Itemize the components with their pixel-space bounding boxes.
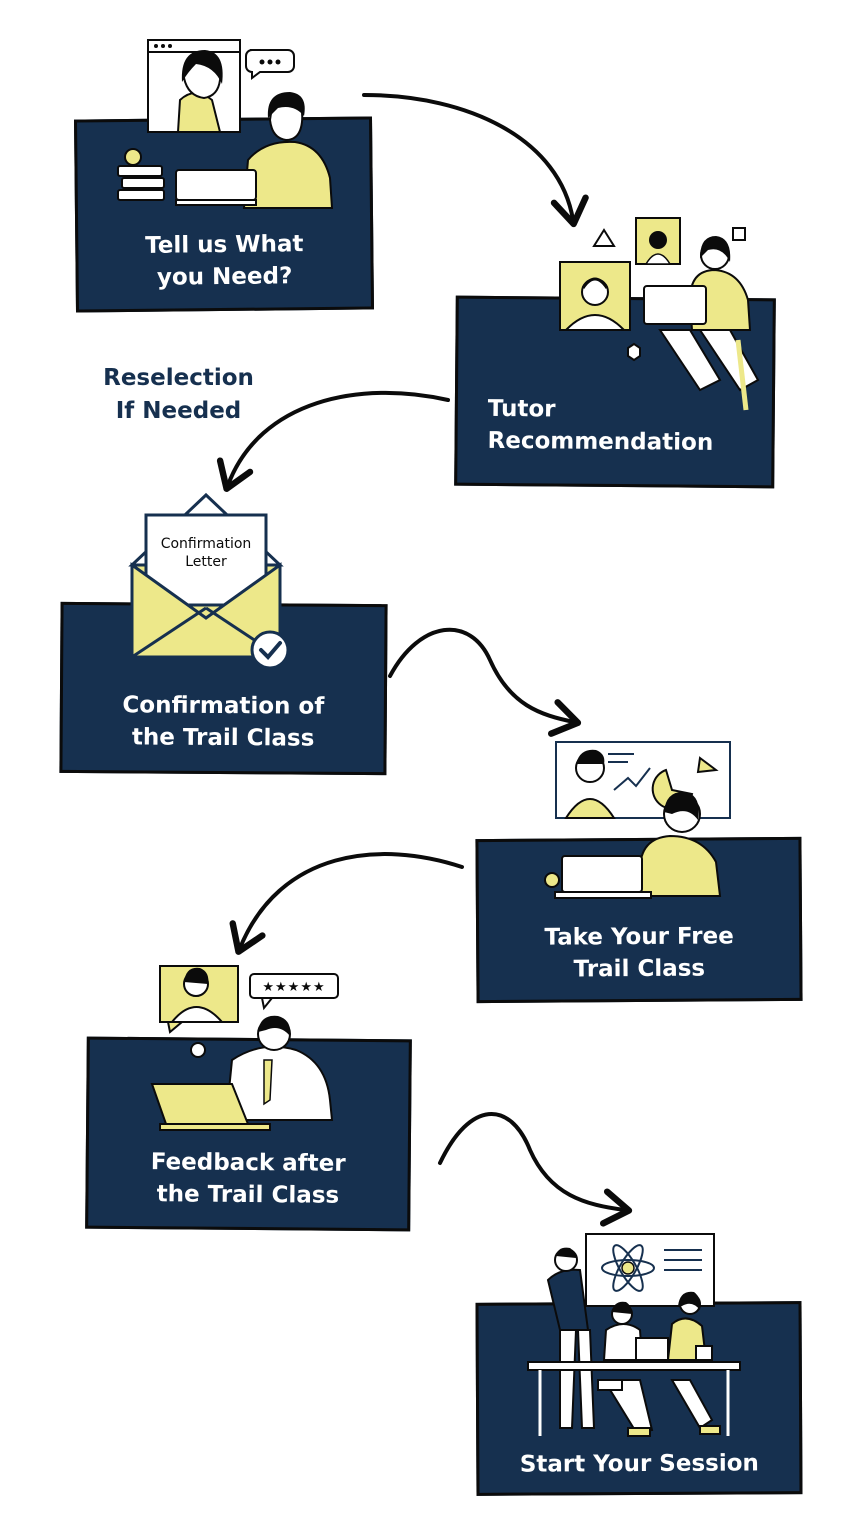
- envelope-letter-text: Confirmation Letter: [160, 536, 252, 570]
- flow-arrow-3: [388, 627, 582, 737]
- rating-stars: ★★★★★: [262, 980, 325, 995]
- rating-feedback-illustration: [150, 965, 339, 1131]
- flow-arrow-5: [438, 1112, 633, 1227]
- flow-arrow-4: [229, 852, 464, 955]
- check-icon: [250, 630, 290, 670]
- online-class-illustration: [544, 741, 731, 899]
- flow-arrow-2: [216, 390, 450, 492]
- video-call-illustration: [117, 39, 334, 209]
- tutor-matching-illustration: [559, 217, 760, 411]
- flow-arrow-1: [362, 93, 589, 228]
- envelope-illustration: [128, 492, 290, 670]
- reselection-note: Reselection If Needed: [103, 365, 254, 424]
- classroom-illustration: [527, 1233, 741, 1437]
